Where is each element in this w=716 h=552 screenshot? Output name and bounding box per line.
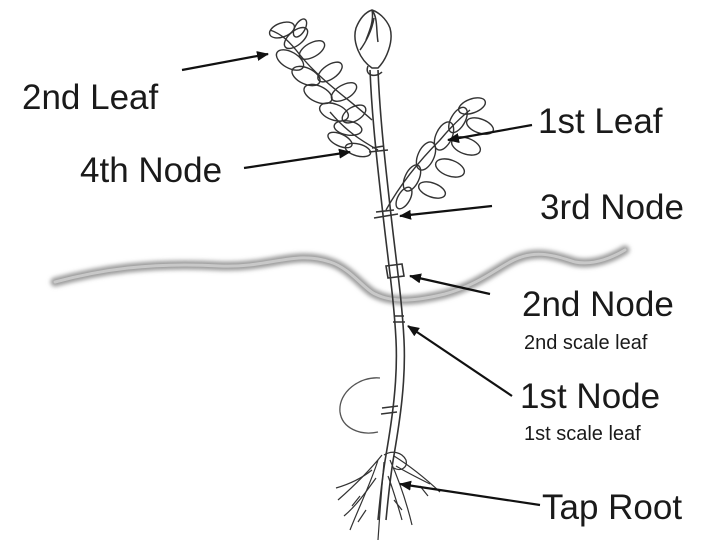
label-2nd-scale-leaf: 2nd scale leaf bbox=[524, 332, 648, 354]
arrow-2nd-node bbox=[409, 273, 491, 296]
stem bbox=[368, 69, 406, 521]
label-3rd-node: 3rd Node bbox=[540, 188, 684, 227]
soil-line bbox=[50, 245, 630, 305]
label-tap-root: Tap Root bbox=[542, 488, 683, 527]
leaf-group-upper-left bbox=[268, 18, 373, 137]
arrow-2nd-leaf bbox=[181, 51, 269, 72]
leaf-group-right bbox=[385, 97, 495, 211]
arrow-tap-root bbox=[399, 480, 541, 507]
terminal-bud bbox=[354, 9, 392, 77]
label-1st-node: 1st Node bbox=[520, 377, 661, 416]
callout-arrows bbox=[181, 51, 541, 507]
label-2nd-node: 2nd Node bbox=[522, 285, 674, 324]
roots bbox=[335, 451, 441, 541]
label-4th-node: 4th Node bbox=[80, 151, 223, 190]
label-1st-scale-leaf: 1st scale leaf bbox=[524, 423, 641, 445]
arrow-4th-node bbox=[243, 148, 351, 170]
leaf-group-middle bbox=[327, 111, 379, 158]
scale-leaf-outline bbox=[339, 377, 381, 434]
label-1st-leaf: 1st Leaf bbox=[538, 102, 663, 141]
arrow-1st-node bbox=[407, 325, 513, 397]
arrow-3rd-node bbox=[399, 204, 493, 220]
arrow-1st-leaf bbox=[447, 123, 533, 143]
label-2nd-leaf: 2nd Leaf bbox=[22, 78, 159, 117]
